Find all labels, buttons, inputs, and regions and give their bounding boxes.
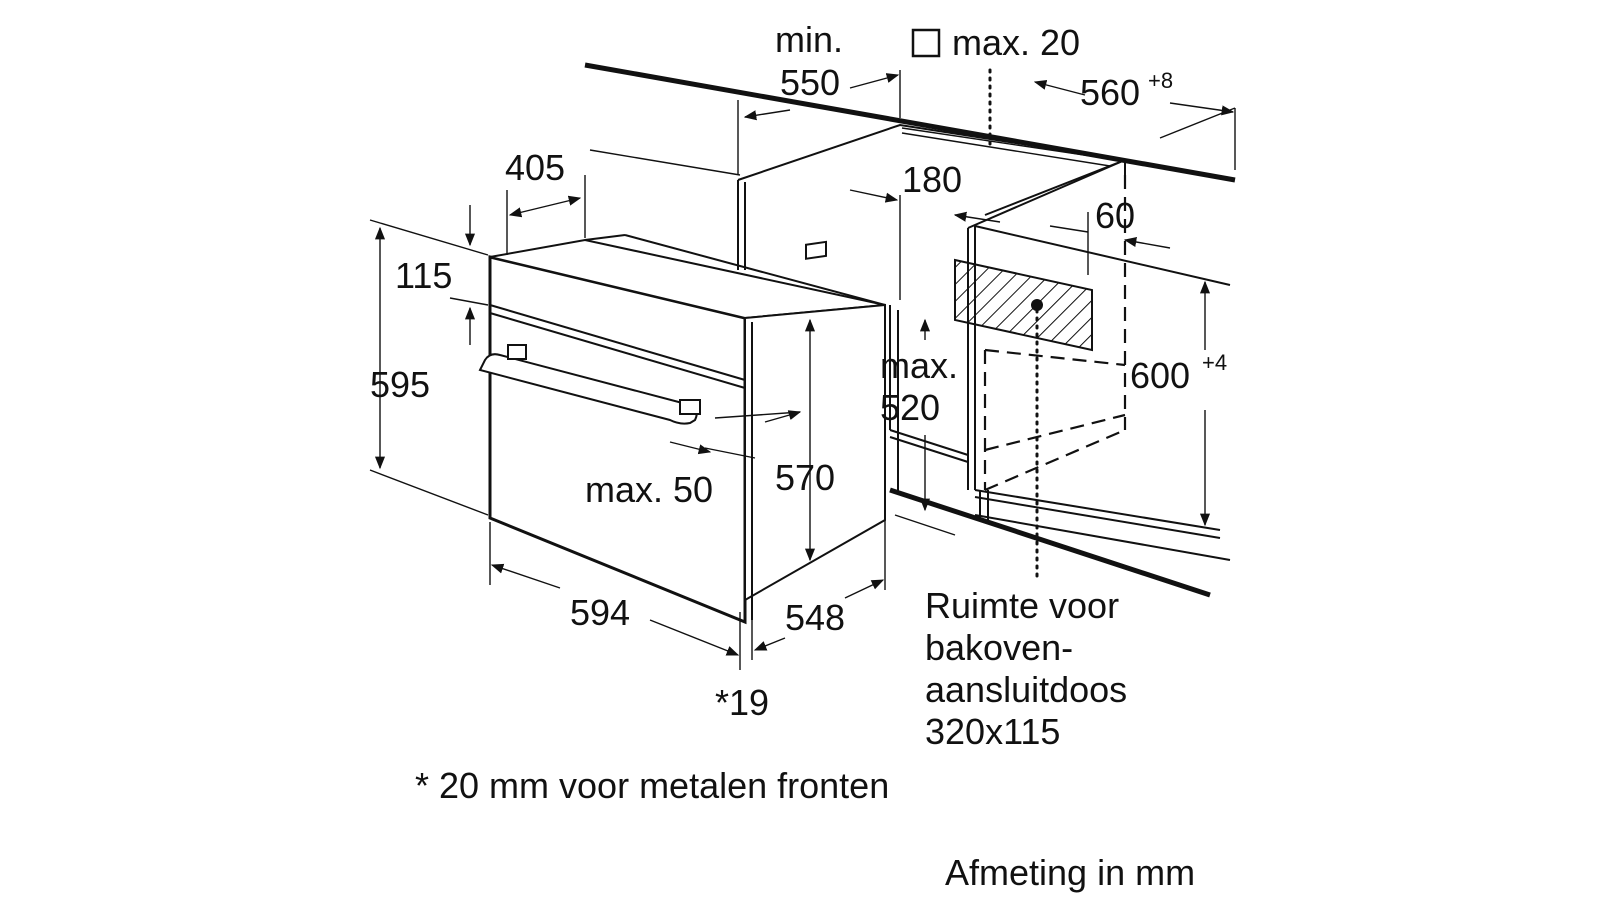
- label-115: 115: [395, 255, 452, 296]
- dimension-lines: [369, 68, 1236, 670]
- label-max520-line2: 520: [880, 387, 940, 428]
- label-60: 60: [1095, 195, 1135, 236]
- label-594: 594: [570, 592, 630, 633]
- square-symbol-icon: [911, 28, 941, 58]
- label-560: 560: [1080, 72, 1140, 113]
- cabinet-outline: [584, 62, 1236, 598]
- label-max20: max. 20: [952, 22, 1080, 63]
- label-19: *19: [715, 682, 769, 723]
- socket-note-line1: Ruimte voor: [925, 585, 1119, 626]
- label-550: 550: [780, 62, 840, 103]
- label-max520-line1: max.: [880, 345, 958, 386]
- footnote: * 20 mm voor metalen fronten: [415, 765, 889, 806]
- label-180: 180: [902, 159, 962, 200]
- label-600: 600: [1130, 355, 1190, 396]
- label-595: 595: [370, 364, 430, 405]
- socket-note-line2: bakoven-: [925, 627, 1073, 668]
- label-max50: max. 50: [585, 469, 713, 510]
- label-570: 570: [775, 457, 835, 498]
- oven-body: [478, 234, 886, 625]
- label-600-tolerance: +4: [1202, 350, 1227, 375]
- label-min: min.: [775, 19, 843, 60]
- socket-note-line4: 320x115: [925, 711, 1060, 752]
- label-560-tolerance: +8: [1148, 68, 1173, 93]
- units-note: Afmeting in mm: [945, 852, 1195, 893]
- label-548: 548: [785, 597, 845, 638]
- label-405: 405: [505, 147, 565, 188]
- socket-note-line3: aansluitdoos: [925, 669, 1127, 710]
